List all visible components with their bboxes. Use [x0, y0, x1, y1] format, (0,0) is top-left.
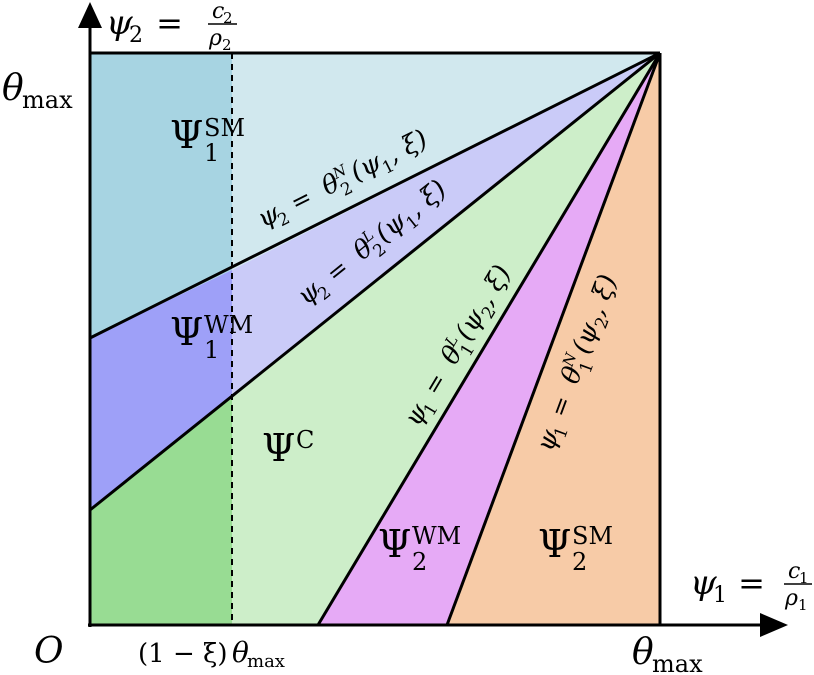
boundary-psi1-l-line [316, 52, 662, 626]
region-psi1-sm-label: Ψ SM 1 [170, 113, 245, 167]
region-psi1-wm-sup: WM [204, 311, 253, 339]
region-psi1-sm-main: Ψ [170, 113, 203, 157]
region-psi2-wm-label: Ψ WM 2 [378, 522, 461, 576]
boundary-psi1-n-line [445, 52, 662, 626]
region-psi2-sm-sub: 2 [572, 548, 587, 576]
region-psi1-sm-sup: SM [204, 114, 245, 142]
x-axis-label-num: c [788, 559, 800, 584]
y-axis-label-den-sub: 2 [222, 36, 232, 54]
region-psi1-wm-strip-fill [90, 270, 232, 510]
y-axis-label-eq: = [146, 4, 193, 42]
x-axis-label-den: ρ [784, 586, 798, 611]
region-psi1-sm-fill [90, 53, 660, 270]
tick-labels: θ max O (1 − ξ) θ max θ max [2, 68, 703, 675]
x-tick-xi-theta: θ [232, 636, 249, 669]
region-psi-c-fill [232, 53, 660, 625]
y-axis-label-num: c [212, 0, 224, 24]
y-axis-label-den: ρ [208, 26, 222, 51]
region-psi1-sm-sub: 1 [204, 139, 219, 167]
boundary-psi2-n-line [89, 51, 661, 340]
y-axis-label: ψ 2 = c 2 ρ 2 [106, 0, 237, 54]
y-tick-theta: θ [2, 68, 24, 109]
x-tick-xi-prefix: (1 − ξ) [138, 639, 227, 669]
region-labels: Ψ SM 1 Ψ WM 1 Ψ C Ψ WM 2 Ψ SM 2 [170, 113, 613, 576]
boundary-labels: ψ 2 = θ N 2 (ψ 1 , ξ) ψ 2 = θ L 2 (ψ 1 ,… [253, 124, 624, 455]
region-psi2-wm-main: Ψ [378, 522, 411, 566]
region-psi-c-main: Ψ [262, 426, 295, 470]
region-psi-c-label: Ψ C [262, 426, 314, 470]
boundary-lines [89, 51, 662, 626]
y-axis-label-main: ψ [106, 3, 133, 43]
region-psi1-sm-strip-fill [90, 53, 232, 338]
region-psi1-wm-main: Ψ [170, 310, 203, 354]
x-axis-label: ψ 1 = c 1 ρ 1 [690, 559, 812, 614]
region-psi2-sm-label: Ψ SM 2 [538, 522, 613, 576]
region-psi-c-sup: C [296, 426, 314, 454]
x-axis-label-main: ψ [690, 563, 717, 603]
y-tick-theta-sub: max [22, 86, 73, 114]
x-axis-label-num-sub: 1 [799, 569, 809, 587]
x-axis-label-den-sub: 1 [798, 596, 808, 614]
boundary-psi2-l-line [89, 51, 661, 512]
x-tick-xi-theta-sub: max [247, 651, 285, 672]
origin-label: O [34, 631, 64, 672]
y-axis-label-sub: 2 [129, 23, 143, 48]
x-axis-label-eq: = [728, 564, 775, 602]
region-psi-c-strip-fill [90, 397, 232, 625]
region-psi2-sm-sup: SM [572, 522, 613, 550]
x-axis-label-sub: 1 [713, 583, 727, 608]
x-tick-theta: θ [632, 632, 654, 673]
axes [78, 2, 788, 637]
region-psi2-wm-sup: WM [412, 522, 461, 550]
y-axis-arrowhead [78, 2, 102, 28]
x-axis-arrowhead [760, 613, 788, 637]
y-axis-label-num-sub: 2 [223, 9, 233, 27]
region-psi1-wm-label: Ψ WM 1 [170, 310, 253, 364]
region-psi2-sm-main: Ψ [538, 522, 571, 566]
x-tick-theta-sub: max [652, 650, 703, 675]
region-psi1-wm-sub: 1 [204, 336, 219, 364]
region-psi2-wm-sub: 2 [412, 548, 427, 576]
